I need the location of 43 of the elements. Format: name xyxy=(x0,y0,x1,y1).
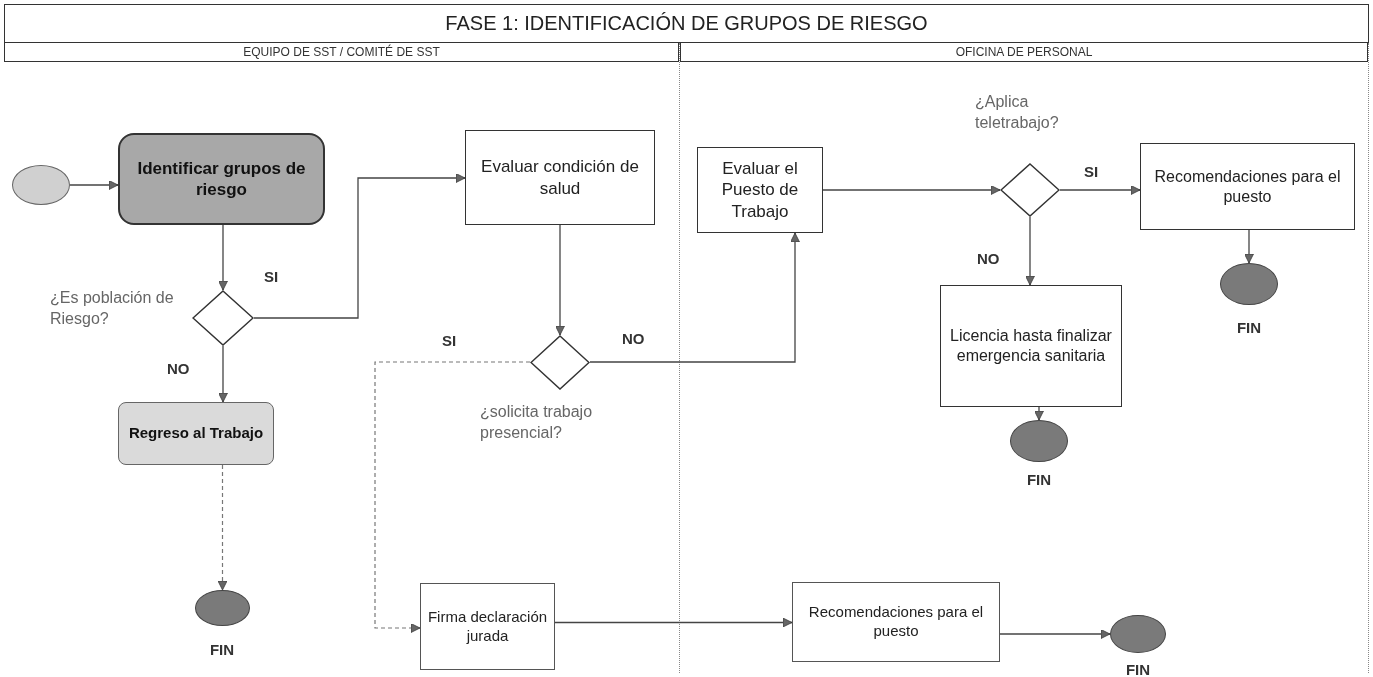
process-box: Evaluar condición de salud xyxy=(465,130,655,225)
lane-header: OFICINA DE PERSONAL xyxy=(680,43,1368,62)
end-ellipse xyxy=(1220,263,1278,305)
rounded-process-box: Identificar grupos de riesgo xyxy=(118,133,325,225)
arrow xyxy=(1244,229,1254,264)
process-box: Recomendaciones para el puesto xyxy=(1140,143,1355,230)
swimlane xyxy=(4,43,680,673)
arrow xyxy=(374,361,531,633)
arrow xyxy=(253,173,466,319)
decision-question: ¿Es población de Riesgo? xyxy=(50,288,175,329)
process-box: Licencia hasta finalizar emergencia sanitaria xyxy=(940,285,1122,407)
arrow xyxy=(1025,216,1035,286)
arrow xyxy=(1059,185,1141,195)
arrow xyxy=(218,224,228,291)
swimlane xyxy=(680,43,1369,673)
arrow xyxy=(822,185,1001,195)
end-ellipse xyxy=(195,590,250,626)
end-label: FIN xyxy=(1124,660,1152,677)
process-box: Firma declaración jurada xyxy=(420,583,555,670)
arrow xyxy=(589,232,800,363)
rounded-process-box: Regreso al Trabajo xyxy=(118,402,274,465)
decision-diamond xyxy=(530,335,590,390)
end-label: FIN xyxy=(1235,318,1263,338)
decision-diamond xyxy=(192,290,254,346)
process-box: Recomendaciones para el puesto xyxy=(792,582,1000,662)
decision-question: ¿solicita trabajo presencial? xyxy=(480,402,594,443)
end-label: FIN xyxy=(1025,470,1053,490)
diagram-title: FASE 1: IDENTIFICACIÓN DE GRUPOS DE RIESGO xyxy=(4,4,1369,43)
arrow xyxy=(69,180,119,190)
arrow xyxy=(555,224,565,336)
decision-diamond xyxy=(1000,163,1060,217)
arrow xyxy=(217,464,228,591)
start-ellipse xyxy=(12,165,70,205)
process-box: Evaluar el Puesto de Trabajo xyxy=(697,147,823,233)
arrow xyxy=(1034,406,1044,421)
lane-header: EQUIPO DE SST / COMITÉ DE SST xyxy=(4,43,679,62)
decision-question: ¿Aplica teletrabajo? xyxy=(975,92,1060,133)
end-label: FIN xyxy=(208,640,236,660)
end-ellipse xyxy=(1110,615,1166,653)
arrow xyxy=(554,617,793,628)
arrow xyxy=(999,629,1111,639)
end-ellipse xyxy=(1010,420,1068,462)
arrow xyxy=(218,345,228,403)
